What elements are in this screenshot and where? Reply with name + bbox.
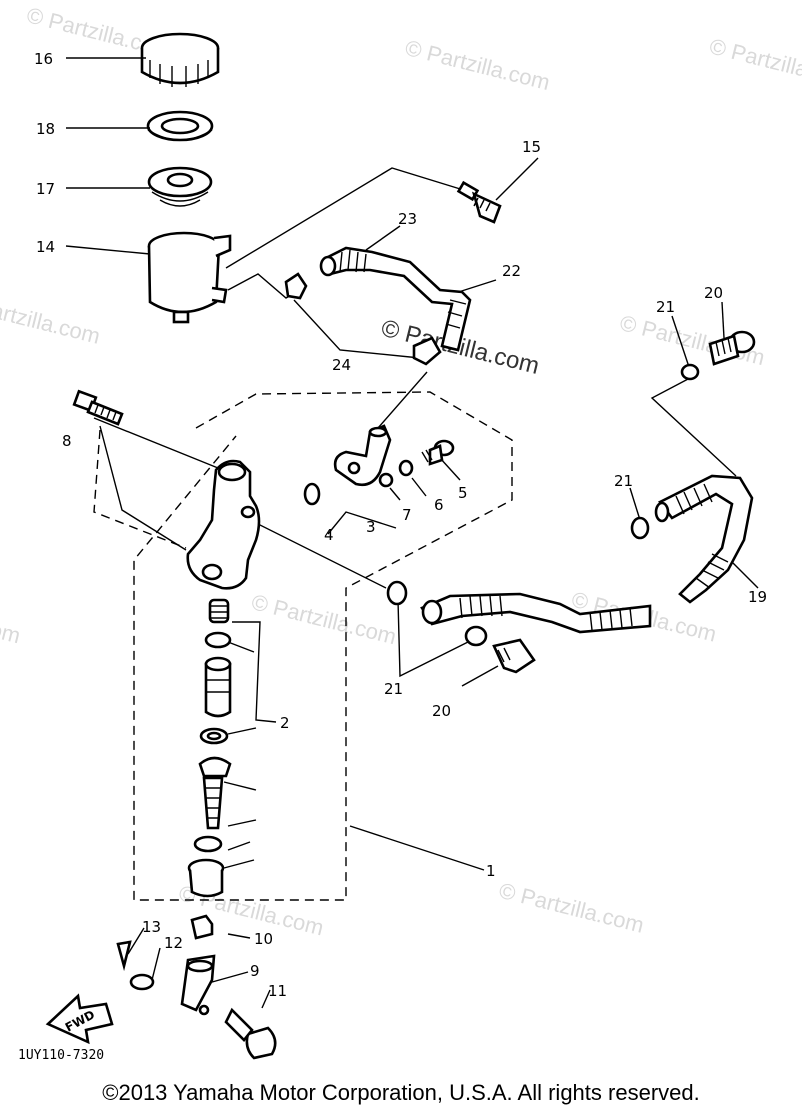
watermark: © Partzilla.com [707, 34, 802, 94]
diaphragm [147, 166, 213, 207]
mount-outline [93, 429, 187, 549]
master-cylinder-body [186, 459, 261, 590]
callout-8: 8 [62, 432, 72, 450]
pushrod-assembly [116, 914, 277, 1060]
reservoir-hose [319, 246, 472, 352]
callout-6: 6 [434, 496, 444, 514]
callout-13: 13 [142, 918, 161, 936]
watermark: © Partzilla.com [0, 289, 103, 349]
hose-joint [333, 424, 392, 487]
small-screw [421, 439, 455, 466]
copper-washer [464, 625, 488, 647]
mount-bolt [72, 389, 124, 426]
watermark: © Partzilla.com [249, 589, 399, 649]
reservoir-cap [140, 32, 220, 87]
callout-23: 23 [398, 210, 417, 228]
callout-3: 3 [366, 518, 376, 536]
callout-21-upper: 21 [656, 298, 675, 316]
callout-11: 11 [268, 982, 287, 1000]
callout-22: 22 [502, 262, 521, 280]
callout-1: 1 [486, 862, 496, 880]
callout-2: 2 [280, 714, 290, 732]
assembly-outline [133, 391, 513, 901]
copper-washer [630, 516, 650, 540]
diaphragm-holder [146, 110, 214, 142]
washer [378, 472, 394, 488]
callout-21-lower: 21 [384, 680, 403, 698]
callout-24: 24 [332, 356, 351, 374]
callout-7: 7 [402, 506, 412, 524]
spring-washer [398, 459, 414, 477]
callout-5: 5 [458, 484, 468, 502]
callout-20-lower: 20 [432, 702, 451, 720]
callout-17: 17 [36, 180, 55, 198]
callout-10: 10 [254, 930, 273, 948]
hose-clip [284, 272, 442, 366]
reservoir-bolt [456, 180, 502, 224]
watermark: © Partzilla.com [497, 878, 647, 938]
copper-washer [680, 363, 700, 381]
reservoir-tank [147, 231, 232, 324]
leader-lines [65, 57, 759, 1009]
callout-12: 12 [164, 934, 183, 952]
callout-18: 18 [36, 120, 55, 138]
union-bolt-upper [708, 330, 756, 366]
callout-20-upper: 20 [704, 284, 723, 302]
callout-9: 9 [250, 962, 260, 980]
piston-kit [187, 598, 232, 898]
watermark: © Partzilla.com [0, 588, 23, 648]
drawing-code: 1UY110-7320 [18, 1048, 105, 1063]
callout-14: 14 [36, 238, 55, 256]
callout-21-mid: 21 [614, 472, 633, 490]
callout-15: 15 [522, 138, 541, 156]
callout-labels: 16 18 17 14 15 23 22 24 21 20 8 21 5 6 7… [34, 50, 767, 1000]
copper-washer [386, 580, 408, 606]
callout-4: 4 [324, 526, 334, 544]
callout-19: 19 [748, 588, 767, 606]
copyright-notice: ©2013 Yamaha Motor Corporation, U.S.A. A… [102, 1080, 700, 1105]
o-ring [303, 482, 321, 506]
callout-16: 16 [34, 50, 53, 68]
brake-hose [420, 474, 754, 634]
fwd-arrow: FWD [45, 993, 114, 1045]
union-bolt-lower [492, 638, 536, 674]
watermark: © Partzilla.com [403, 35, 553, 95]
